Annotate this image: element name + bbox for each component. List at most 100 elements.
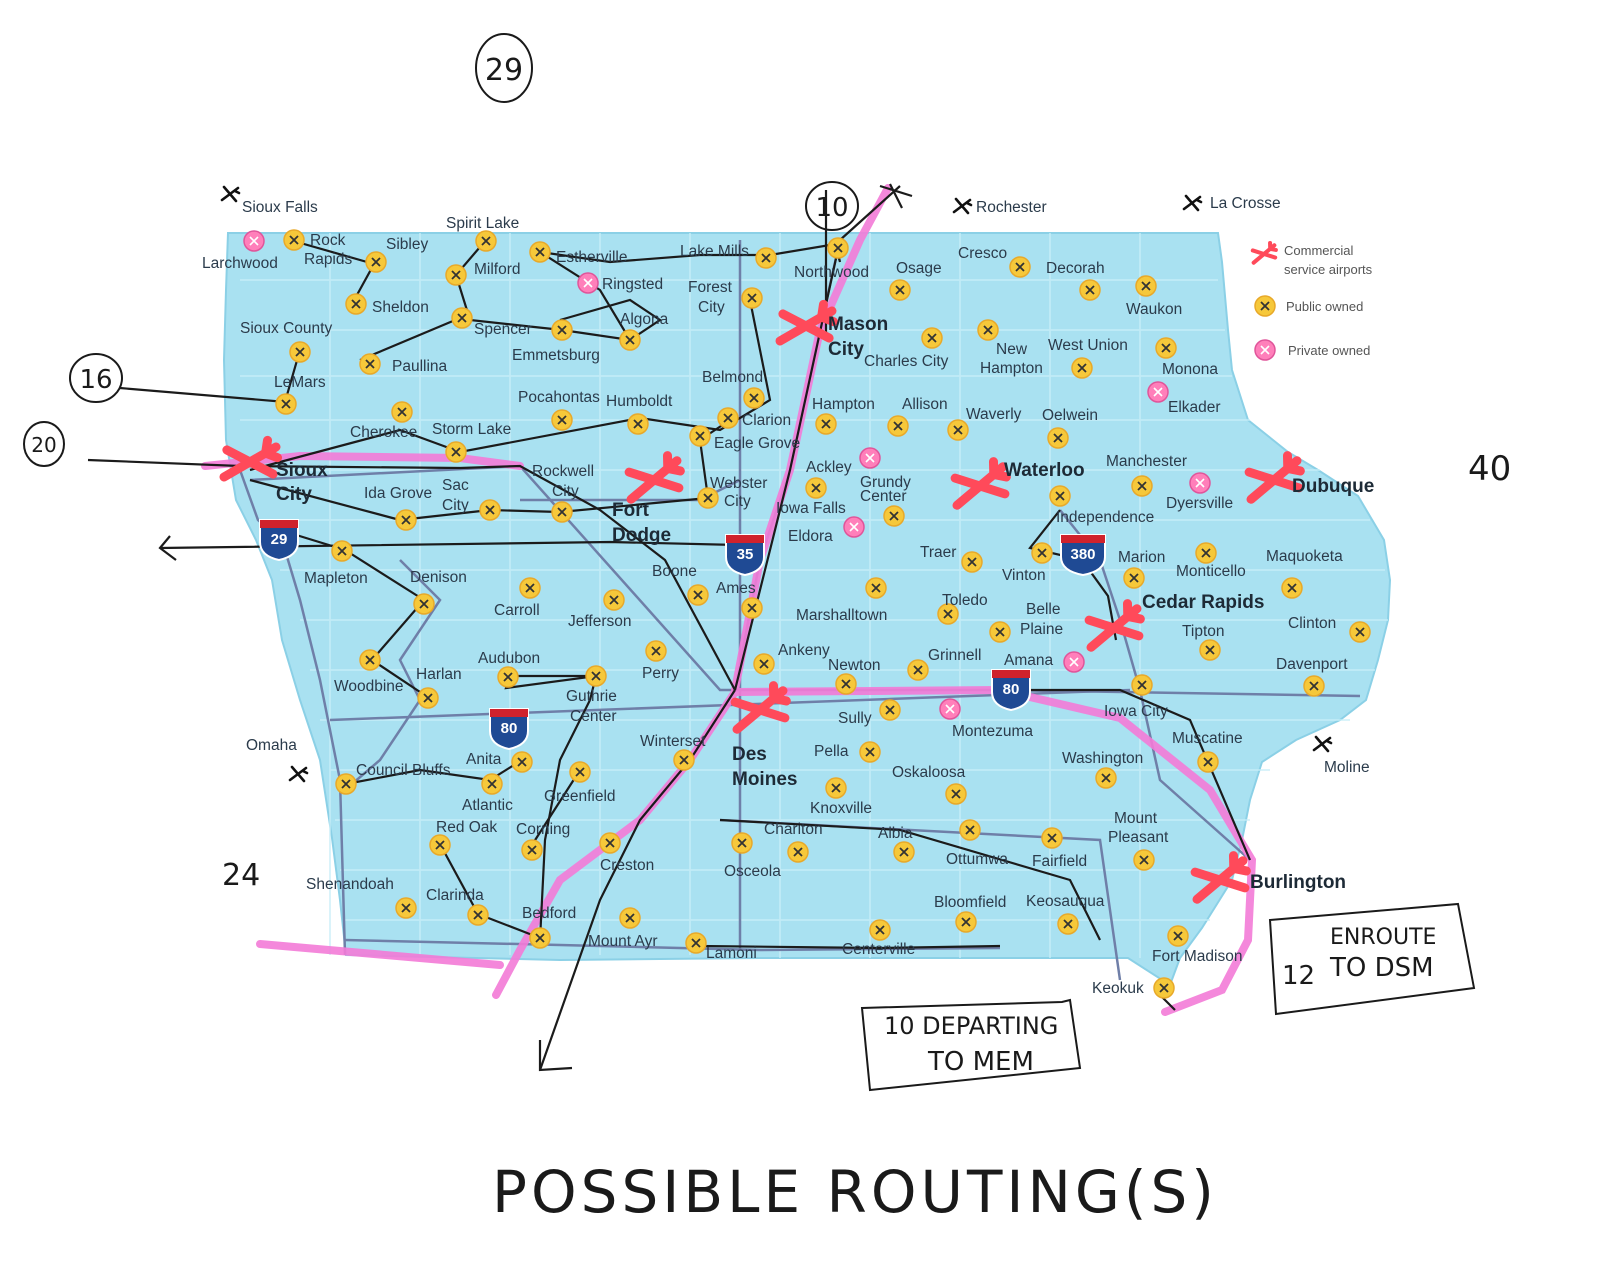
annotation-40: 40: [1468, 449, 1511, 489]
label-rock-rapids-1: Rock: [310, 232, 346, 249]
label-west-union: West Union: [1048, 337, 1128, 354]
legend-private-icon: [1254, 339, 1276, 361]
label-waukon: Waukon: [1126, 301, 1182, 318]
label-paullina: Paullina: [392, 358, 448, 375]
label-forest-city-2: City: [698, 299, 725, 316]
label-des-moines-2: Moines: [732, 769, 797, 790]
label-osceola: Osceola: [724, 863, 781, 880]
label-clarinda: Clarinda: [426, 887, 484, 904]
label-albia: Albia: [878, 825, 913, 842]
annotation-16: 16: [79, 365, 112, 395]
label-chariton: Chariton: [764, 821, 823, 838]
label-red-oak: Red Oak: [436, 819, 497, 836]
county-grid: [240, 233, 1388, 958]
label-moline: Moline: [1324, 759, 1370, 776]
label-ankeny: Ankeny: [778, 642, 830, 659]
label-lemars: LeMars: [274, 374, 326, 391]
label-forest-city-1: Forest: [688, 279, 733, 296]
legend-private-label: Private owned: [1288, 343, 1370, 358]
label-iowa-falls: Iowa Falls: [776, 500, 846, 517]
label-pella: Pella: [814, 743, 849, 760]
title-possible-routings: POSSIBLE ROUTING(S): [492, 1158, 1218, 1226]
label-charles-city: Charles City: [864, 353, 949, 370]
legend-commercial-line2: service airports: [1284, 262, 1373, 277]
label-clinton: Clinton: [1288, 615, 1336, 632]
label-carroll: Carroll: [494, 602, 540, 619]
label-belmond: Belmond: [702, 369, 763, 386]
label-rockwell-city-2: City: [552, 483, 579, 500]
label-estherville: Estherville: [556, 249, 628, 266]
label-oskaloosa: Oskaloosa: [892, 764, 966, 781]
label-perry: Perry: [642, 665, 679, 682]
label-spirit-lake: Spirit Lake: [446, 215, 519, 232]
label-manchester: Manchester: [1106, 453, 1187, 470]
legend-public-label: Public owned: [1286, 299, 1363, 314]
label-mason-city-2: City: [828, 339, 864, 360]
legend-commercial-line1: Commercial: [1284, 243, 1353, 258]
interstate-29-label: 29: [271, 531, 288, 548]
interstate-380-label: 380: [1070, 546, 1095, 563]
label-waterloo: Waterloo: [1004, 460, 1085, 481]
label-winterset: Winterset: [640, 733, 706, 750]
label-la-crosse: La Crosse: [1210, 195, 1281, 212]
label-des-moines-1: Des: [732, 744, 767, 765]
label-belle-plaine-1: Belle: [1026, 601, 1060, 618]
label-sully: Sully: [838, 710, 872, 727]
label-iowa-city: Iowa City: [1104, 703, 1168, 720]
label-ida-grove: Ida Grove: [364, 485, 432, 502]
label-eldora: Eldora: [788, 528, 833, 545]
label-marshalltown: Marshalltown: [796, 607, 887, 624]
label-fairfield: Fairfield: [1032, 853, 1087, 870]
label-lamoni: Lamoni: [706, 945, 757, 962]
label-sac-city-2: City: [442, 497, 469, 514]
label-sioux-county: Sioux County: [240, 320, 332, 337]
label-sac-city-1: Sac: [442, 477, 469, 494]
label-allison: Allison: [902, 396, 948, 413]
label-montezuma: Montezuma: [952, 723, 1033, 740]
annotation-24: 24: [222, 858, 260, 893]
label-eagle-grove: Eagle Grove: [714, 435, 800, 452]
annotation-10: 10: [815, 193, 848, 223]
interstate-35-shield: 35: [725, 534, 765, 577]
legend: Commercial service airports Public owned…: [1238, 230, 1408, 382]
label-oelwein: Oelwein: [1042, 407, 1098, 424]
label-guthrie-center-2: Center: [570, 708, 617, 725]
box-enroute-line2: 12: [1282, 961, 1315, 991]
handwritten-annotations: 29 10 16 20 40 24 10 DEPARTING TO MEM EN…: [23, 33, 1511, 1226]
label-shenandoah: Shenandoah: [306, 876, 394, 893]
label-fort-dodge-1: Fort: [612, 500, 650, 521]
label-bedford: Bedford: [522, 905, 576, 922]
label-traer: Traer: [920, 544, 956, 561]
label-milford: Milford: [474, 261, 521, 278]
label-rochester: Rochester: [976, 199, 1047, 216]
city-labels: Larchwood Rock Rapids Sibley Spirit Lake…: [202, 215, 1348, 997]
label-monticello: Monticello: [1176, 563, 1246, 580]
label-sioux-falls: Sioux Falls: [242, 199, 318, 216]
iowa-state-shape: [222, 232, 1392, 987]
label-marion: Marion: [1118, 549, 1165, 566]
label-larchwood: Larchwood: [202, 255, 278, 272]
interstate-29-shield: 29: [259, 519, 299, 562]
label-council-bluffs: Council Bluffs: [356, 762, 451, 779]
label-fort-dodge-2: Dodge: [612, 525, 671, 546]
label-independence: Independence: [1056, 509, 1154, 526]
label-centerville: Centerville: [842, 941, 915, 958]
label-hampton: Hampton: [812, 396, 875, 413]
label-ringsted: Ringsted: [602, 276, 663, 293]
label-dyersville: Dyersville: [1166, 495, 1233, 512]
label-greenfield: Greenfield: [544, 788, 616, 805]
label-newton: Newton: [828, 657, 881, 674]
commercial-city-labels: Sioux City Fort Dodge Mason City Waterlo…: [276, 314, 1374, 893]
label-cedar-rapids: Cedar Rapids: [1142, 592, 1264, 613]
label-keosauqua: Keosauqua: [1026, 893, 1105, 910]
label-corning: Corning: [516, 821, 570, 838]
label-webster-city-2: City: [724, 493, 751, 510]
label-washington: Washington: [1062, 750, 1143, 767]
label-new-hampton-1: New: [996, 341, 1028, 358]
box-departing-line2: TO MEM: [927, 1047, 1034, 1077]
legend-public-icon: [1254, 295, 1276, 317]
label-clarion: Clarion: [742, 412, 791, 429]
label-emmetsburg: Emmetsburg: [512, 347, 600, 364]
label-humboldt: Humboldt: [606, 393, 673, 410]
